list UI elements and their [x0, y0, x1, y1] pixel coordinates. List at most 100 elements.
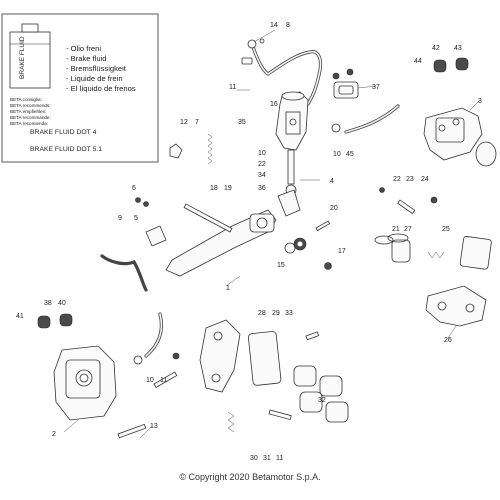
callout-label: 19 [224, 185, 232, 192]
rear-brake-pads [459, 235, 492, 270]
recommendation-line: BETA recomienda: [10, 121, 48, 126]
recommendation-line: BETA consiglia: [10, 97, 42, 102]
callout-label: 29 [272, 310, 280, 317]
leader-lines [63, 29, 481, 439]
spring-clip [169, 143, 183, 159]
callout-label: 26 [444, 337, 452, 344]
callout-label: 15 [277, 262, 285, 269]
callout-label: 45 [346, 151, 354, 158]
return-spring [207, 133, 213, 165]
callout-label: 1 [226, 285, 230, 292]
front-brake-pads [247, 331, 282, 386]
callout-label: 11 [229, 84, 236, 91]
rear-brake-pedal [165, 189, 301, 277]
callout-label: 21 [392, 226, 400, 233]
callout-label: 13 [150, 423, 158, 430]
callout-label: 22 [393, 176, 401, 183]
callout-label: 35 [238, 119, 246, 126]
callout-label: 18 [210, 185, 218, 192]
callout-label: 10 [333, 151, 341, 158]
fluid-name: - Liquide de frein [66, 74, 123, 83]
front-caliper-carrier [199, 319, 241, 393]
callout-label: 17 [338, 248, 346, 255]
rear-caliper-pistons [374, 235, 411, 263]
callout-label: 7 [195, 119, 199, 126]
callout-label: 11 [160, 377, 167, 384]
piston-seals [387, 233, 409, 243]
callout-label: 4 [330, 178, 334, 185]
callout-label: 41 [16, 313, 24, 320]
callout-label: 28 [258, 310, 266, 317]
caliper-bracket [425, 285, 487, 327]
callout-label: 33 [285, 310, 293, 317]
callout-label: 16 [270, 101, 278, 108]
caliper-bleed-screws [433, 57, 469, 73]
callout-label: 10 [146, 377, 154, 384]
pad-spring [427, 251, 445, 259]
reservoir-cap [333, 81, 359, 99]
caliper-bolts [117, 371, 178, 439]
callout-label: 40 [58, 300, 66, 307]
callout-label: 25 [442, 226, 450, 233]
callout-label: 3 [478, 98, 482, 105]
callout-labels: 1 2 3 4 5 6 7 8 9 10 11 12 13 14 15 16 1… [16, 22, 482, 462]
callout-label: 10 [258, 150, 266, 157]
fluid-name: - Bremsflüssigkeit [66, 64, 127, 73]
callout-label: 23 [406, 176, 414, 183]
front-brake-caliper [53, 345, 117, 421]
callout-label: 44 [414, 58, 422, 65]
fluid-spec-rear: BRAKE FLUID DOT 5.1 [30, 146, 102, 153]
callout-label: 24 [421, 176, 429, 183]
fluid-names-list: - Olio freni - Brake fluid - Bremsflüssi… [66, 44, 136, 93]
callout-label: 20 [330, 205, 338, 212]
recommendation-list: BETA consiglia: BETA recommends: BETA em… [10, 97, 51, 126]
fluid-name: - El líquido de frenos [66, 84, 136, 93]
brake-fluid-bottle-icon: BRAKE FLUID [9, 23, 51, 89]
spring-bracket [135, 197, 167, 247]
callout-label: 2 [52, 431, 56, 438]
callout-label: 5 [134, 215, 138, 222]
brake-fluid-info-panel: BRAKE FLUID - Olio freni - Brake fluid -… [1, 13, 159, 163]
fluid-name: - Brake fluid [66, 54, 107, 63]
bottle-label: BRAKE FLUID [19, 36, 26, 79]
callout-label: 42 [432, 45, 440, 52]
callout-label: 43 [454, 45, 462, 52]
pad-pin [268, 409, 292, 421]
callout-label: 9 [118, 215, 122, 222]
callout-label: 12 [180, 119, 188, 126]
pedal-return-spring [100, 254, 148, 292]
front-caliper-screws [37, 313, 73, 329]
rear-brake-hose-upper [241, 38, 323, 106]
rear-brake-caliper [423, 107, 497, 167]
callout-label: 22 [258, 161, 266, 168]
pedal-pivot-bolt [183, 203, 233, 233]
callout-label: 8 [286, 22, 290, 29]
callout-label: 34 [258, 172, 266, 179]
fluid-name: - Olio freni [66, 44, 101, 53]
recommendation-line: BETA empfiehlen: [10, 109, 46, 114]
pedal-pin [315, 220, 331, 232]
reservoir-screws [332, 68, 354, 80]
callout-label: 6 [132, 185, 136, 192]
recommendation-line: BETA recommande: [10, 115, 51, 120]
pedal-nut [324, 262, 332, 270]
callout-label: 30 [250, 455, 258, 462]
callout-label: 36 [258, 185, 266, 192]
callout-label: 11 [276, 455, 283, 462]
copyright-notice: © Copyright 2020 Betamotor S.p.A. [179, 472, 321, 482]
guide-pin [379, 187, 438, 215]
rear-master-cylinder [275, 91, 309, 211]
callout-label: 31 [263, 455, 271, 462]
fluid-spec-front: BRAKE FLUID DOT 4 [30, 129, 97, 136]
callout-label: 37 [372, 84, 380, 91]
callout-label: 38 [44, 300, 52, 307]
callout-label: 27 [404, 226, 412, 233]
pedal-bushings [284, 237, 307, 254]
pad-retainer-spring [227, 411, 235, 433]
recommendation-line: BETA recommends: [10, 103, 51, 108]
front-brake-hose [133, 312, 180, 365]
rear-brake-hose-short [331, 104, 400, 134]
front-caliper-pistons [293, 365, 349, 423]
bleed-nipple [305, 331, 320, 341]
